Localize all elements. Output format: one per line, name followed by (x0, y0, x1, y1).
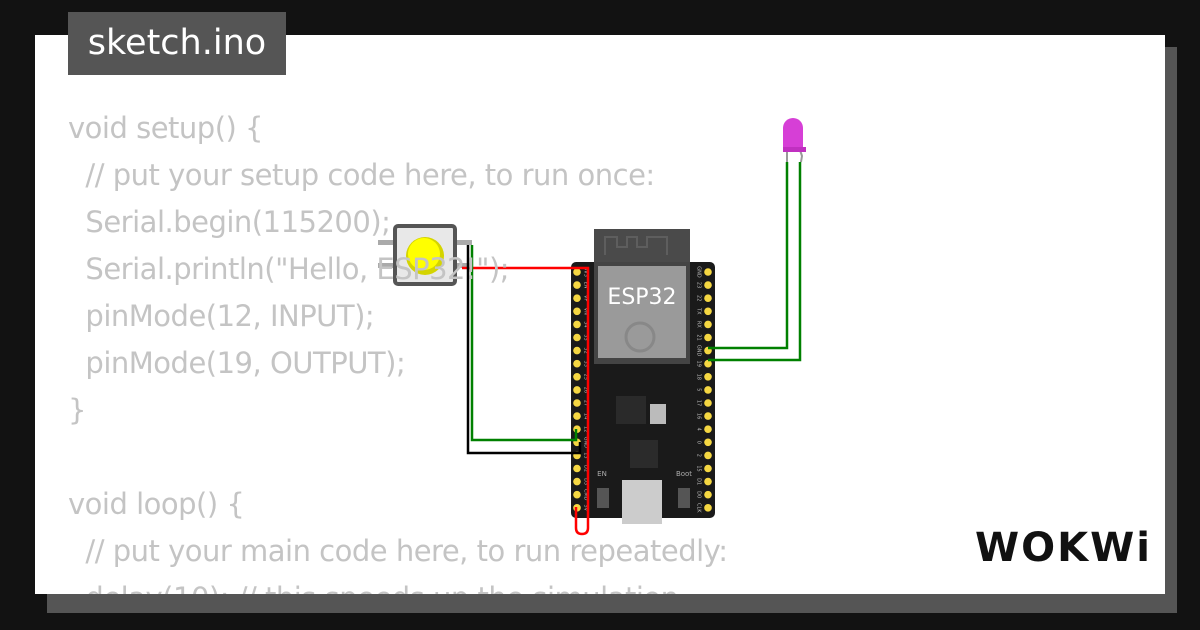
pin-d2[interactable] (573, 464, 581, 473)
wire-power (462, 266, 590, 536)
pin-label: D0 (696, 491, 702, 498)
pin-label: 22 (696, 295, 702, 301)
pin-label: 32 (583, 347, 589, 353)
pin-15[interactable] (704, 464, 712, 473)
pin-label: D3 (583, 478, 589, 485)
pin-2[interactable] (704, 451, 712, 460)
pin-vn[interactable] (573, 307, 581, 316)
pin-21[interactable] (704, 333, 712, 342)
pin-5[interactable] (704, 386, 712, 394)
pin-label: 17 (696, 400, 702, 406)
pin-label: D2 (583, 465, 589, 472)
boot-button[interactable] (678, 488, 690, 508)
pin-d0[interactable] (704, 490, 712, 499)
pin-label: 18 (696, 374, 702, 380)
led[interactable] (783, 118, 806, 163)
wire-led-signal (708, 162, 802, 362)
pin-rx[interactable] (704, 320, 712, 329)
pin-label: 5V (583, 504, 589, 511)
pin-label: 2 (696, 454, 702, 457)
pin-25[interactable] (573, 373, 581, 381)
pin-clk[interactable] (704, 504, 712, 512)
pin-label: 34 (583, 321, 589, 327)
pin-label: GND (583, 437, 589, 449)
pin-en[interactable] (573, 281, 581, 289)
wire-ground-button (466, 245, 582, 455)
en-button[interactable] (597, 488, 609, 508)
pin-26[interactable] (573, 386, 581, 394)
pin-label: GND (696, 266, 702, 278)
esp32-board[interactable]: ESP32 EN Boot 3V3ENVPVN34353233252627141… (571, 229, 715, 524)
pin-cmd[interactable] (573, 490, 581, 499)
pin-label: 3V3 (583, 267, 589, 277)
pin-label: RX (696, 321, 702, 328)
pin-4[interactable] (704, 425, 712, 434)
board-label: ESP32 (607, 285, 676, 310)
pin-label: 15 (696, 465, 702, 471)
pin-d3[interactable] (573, 477, 581, 486)
pin-label: 12 (583, 426, 589, 432)
pin-33[interactable] (573, 359, 581, 368)
wire-signal-button (470, 245, 578, 442)
pin-label: EN (583, 282, 589, 289)
en-label: EN (597, 470, 607, 478)
pin-0[interactable] (704, 438, 712, 447)
pin-label: 33 (583, 361, 589, 367)
pin-14[interactable] (573, 412, 581, 420)
pin-d1[interactable] (704, 477, 712, 486)
pin-32[interactable] (573, 346, 581, 355)
pin-label: CLK (696, 503, 702, 513)
espressif-logo-icon (624, 321, 656, 353)
pin-tx[interactable] (704, 307, 712, 316)
pin-label: GND (696, 345, 702, 357)
pin-16[interactable] (704, 412, 712, 420)
file-tab[interactable]: sketch.ino (68, 12, 286, 75)
pin-label: 5 (696, 388, 702, 391)
pin-label: 25 (583, 374, 589, 380)
pin-label: 19 (696, 361, 702, 367)
pin-gnd[interactable] (704, 268, 712, 276)
pin-label: 35 (583, 334, 589, 340)
pin-label: 13 (583, 452, 589, 458)
pin-23[interactable] (704, 281, 712, 289)
pin-vp[interactable] (573, 294, 581, 303)
pin-label: CMD (583, 489, 589, 501)
pin-label: 27 (583, 400, 589, 406)
pin-34[interactable] (573, 320, 581, 329)
pin-label: VN (583, 308, 589, 315)
pin-label: D1 (696, 478, 702, 485)
wokwi-logo: WOKWi (975, 525, 1152, 571)
pin-18[interactable] (704, 373, 712, 381)
pin-label: TX (696, 307, 702, 315)
pin-label: 26 (583, 387, 589, 393)
wire-led-ground (708, 162, 789, 350)
pin-label: 16 (696, 413, 702, 419)
pin-35[interactable] (573, 333, 581, 342)
pin-label: 23 (696, 282, 702, 288)
pin-22[interactable] (704, 294, 712, 303)
pin-27[interactable] (573, 399, 581, 407)
pushbutton[interactable] (378, 224, 472, 286)
pin-label: 21 (696, 334, 702, 340)
pin-label: 4 (696, 428, 702, 431)
pin-19[interactable] (704, 359, 712, 368)
pin-label: VP (583, 295, 589, 301)
pin-label: 0 (696, 441, 702, 444)
pin-label: 14 (583, 413, 589, 419)
pin-3v3[interactable] (573, 268, 581, 276)
pin-17[interactable] (704, 399, 712, 407)
usb-port (622, 480, 662, 524)
boot-label: Boot (676, 470, 692, 478)
